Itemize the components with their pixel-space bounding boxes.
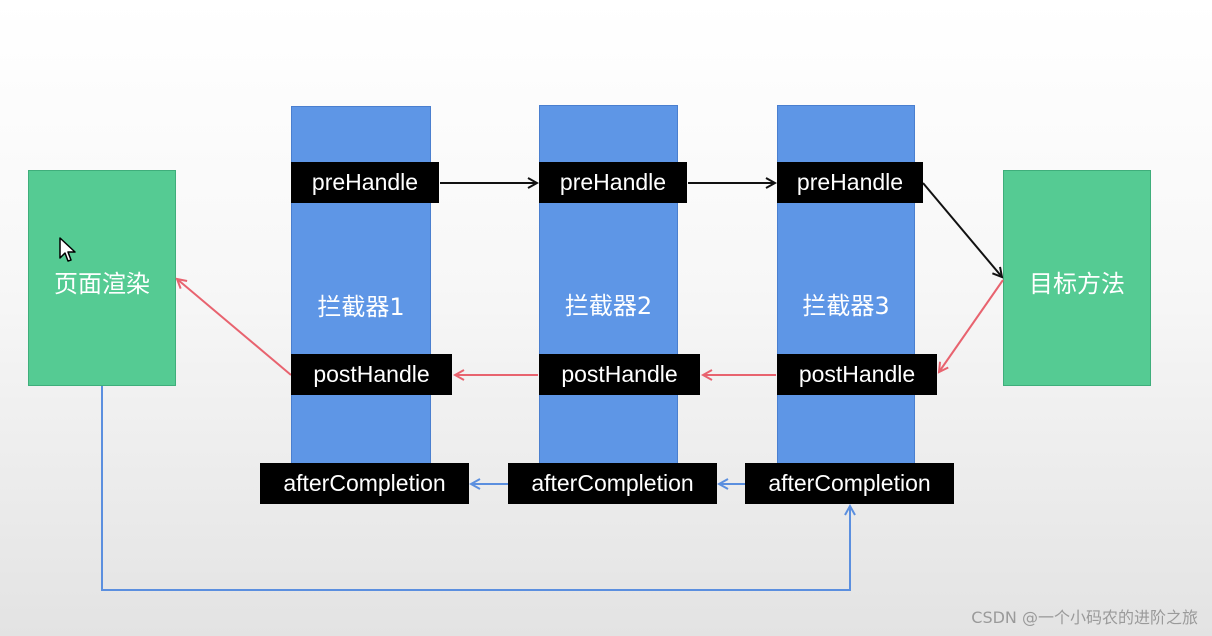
watermark: CSDN @一个小码农的进阶之旅 xyxy=(971,608,1198,627)
interceptor-1-prehandle: preHandle xyxy=(291,162,439,203)
page-render-label: 页面渲染 xyxy=(54,270,150,298)
interceptor-3-posthandle: postHandle xyxy=(777,354,937,395)
mouse-cursor-icon xyxy=(59,237,76,262)
interceptor-2-label: 拦截器2 xyxy=(564,292,653,320)
after-arrow-render-to-3 xyxy=(101,386,850,591)
target-method-box: 目标方法 xyxy=(1003,170,1151,386)
interceptor-1-label: 拦截器1 xyxy=(317,293,405,321)
interceptor-3-label: 拦截器3 xyxy=(802,292,890,320)
interceptor-2-prehandle: preHandle xyxy=(539,162,687,203)
page-render-box: 页面渲染 xyxy=(28,170,176,386)
interceptor-1-aftercompletion: afterCompletion xyxy=(260,463,469,504)
interceptor-2-aftercompletion: afterCompletion xyxy=(508,463,717,504)
interceptor-3-aftercompletion: afterCompletion xyxy=(745,463,954,504)
interceptor-3-prehandle: preHandle xyxy=(777,162,923,203)
target-method-label: 目标方法 xyxy=(1029,270,1125,298)
pre-arrow-3-to-target xyxy=(922,182,1002,277)
interceptor-2-posthandle: postHandle xyxy=(539,354,700,395)
post-arrow-1-to-render xyxy=(177,279,292,376)
post-arrow-target-to-3 xyxy=(939,279,1004,372)
interceptor-1-posthandle: postHandle xyxy=(291,354,452,395)
